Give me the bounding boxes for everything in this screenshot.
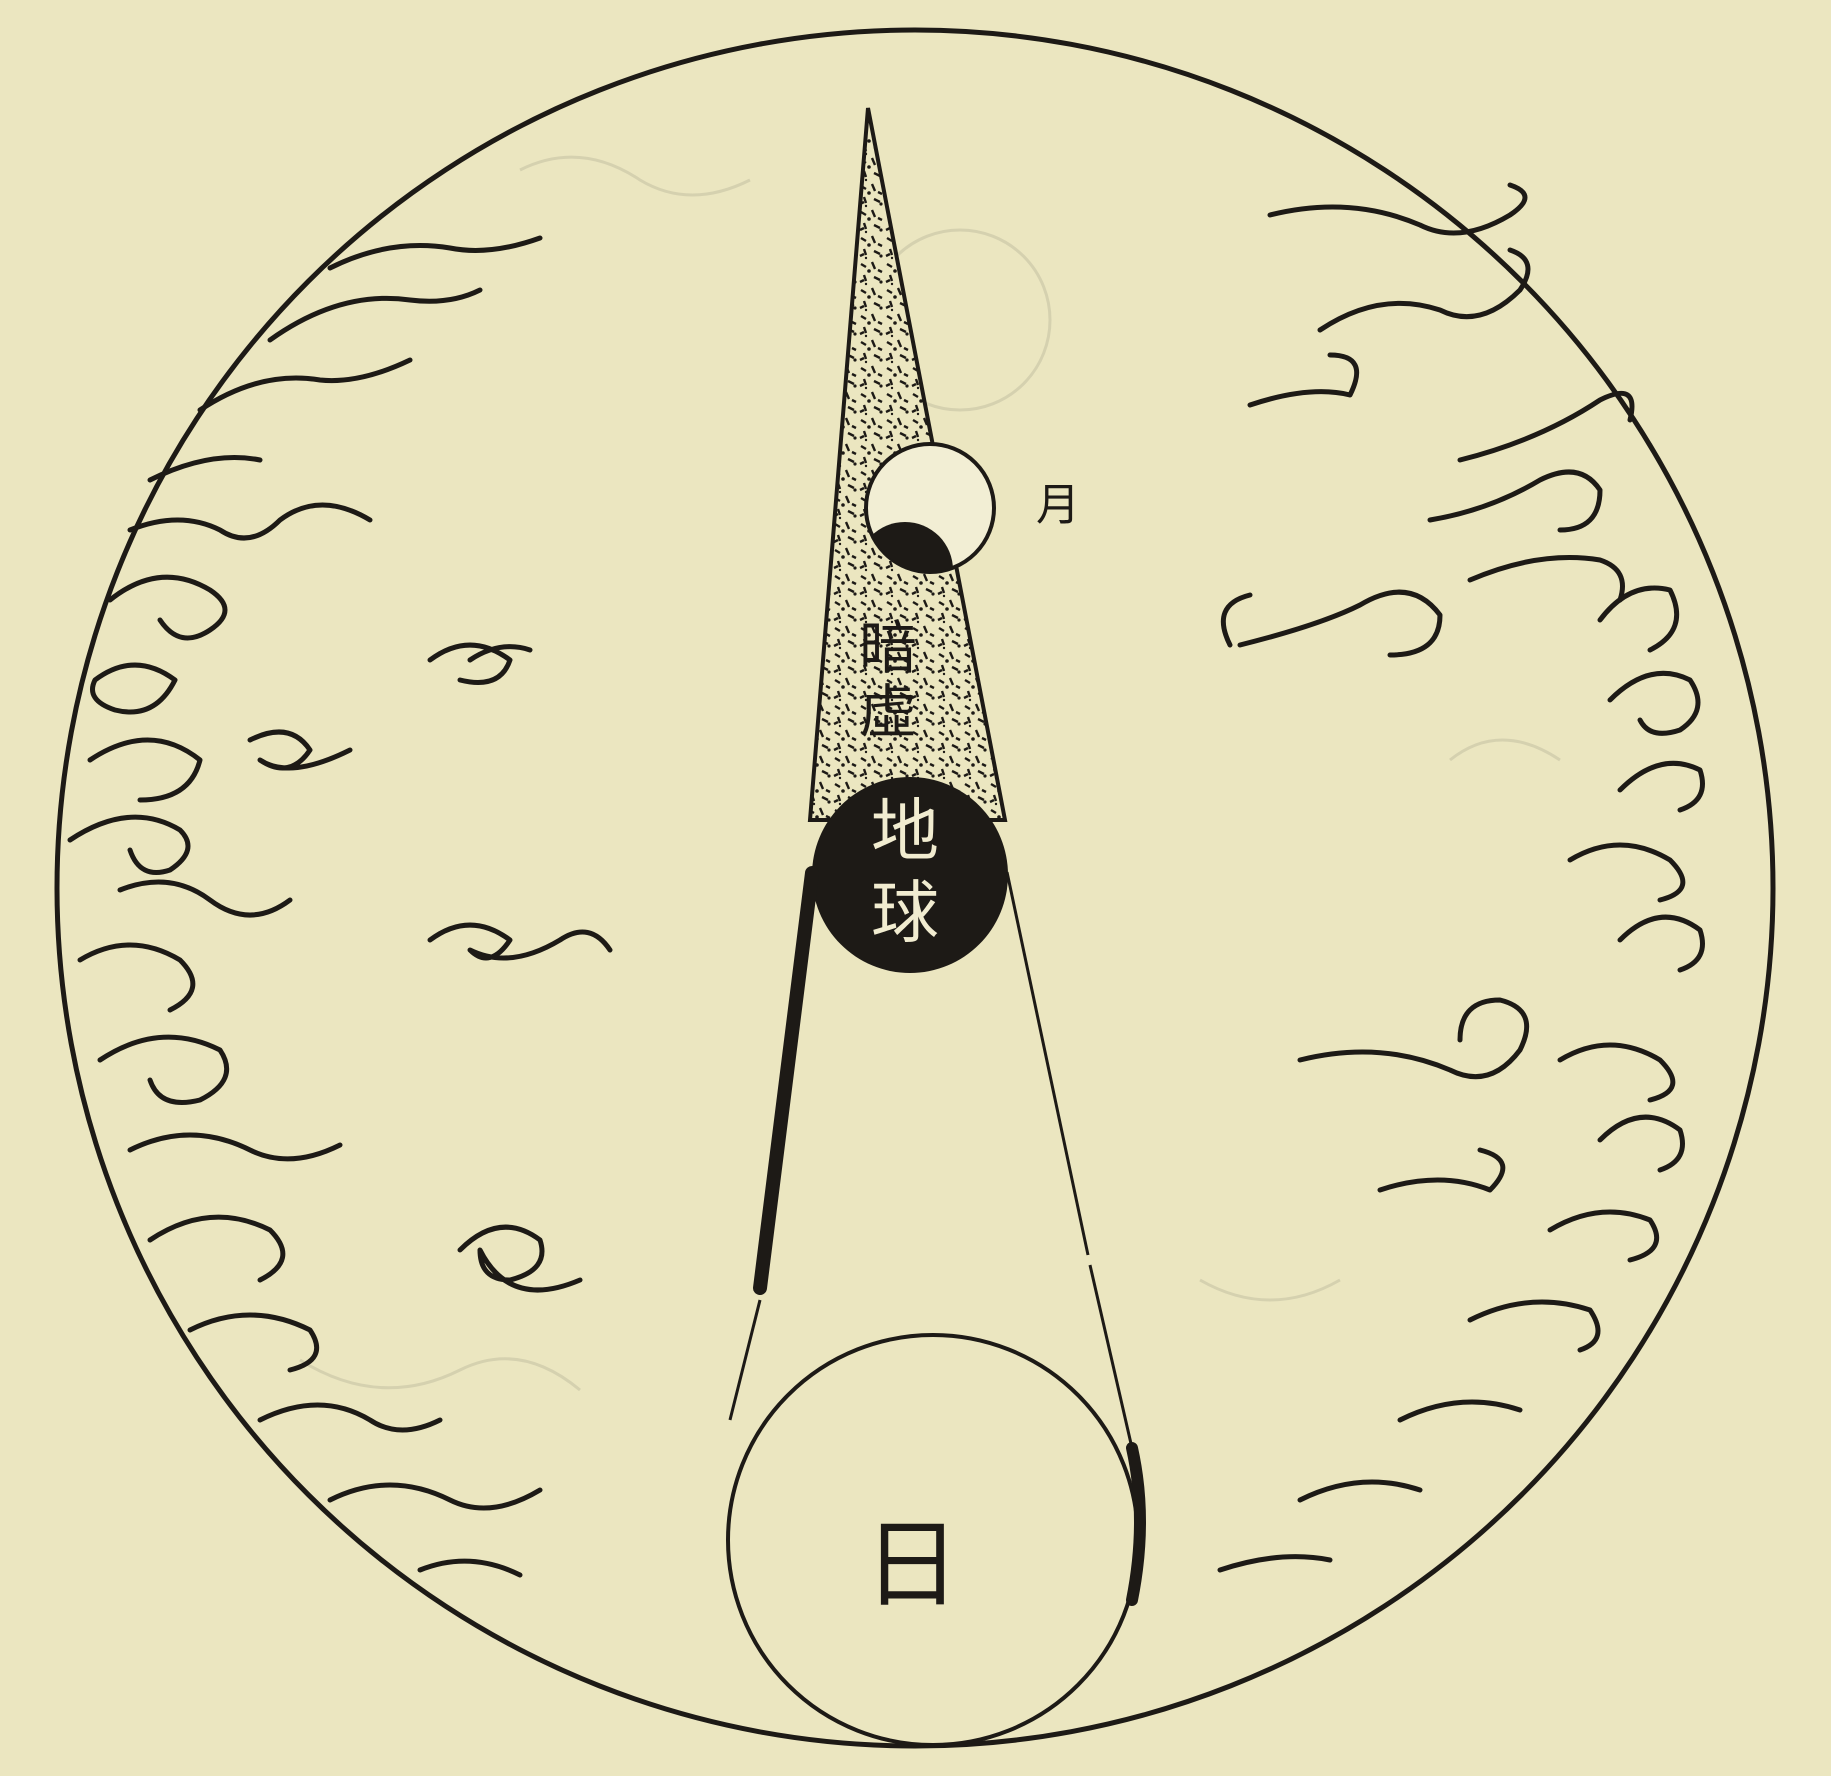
shadow-label-2: 虛 (859, 678, 917, 746)
moon-label: 月 (1036, 480, 1080, 531)
sun-label: 日 (864, 1509, 960, 1621)
earth-label-2: 球 (871, 875, 939, 954)
shadow-label-1: 暗 (859, 614, 917, 682)
earth-label-1: 地 (871, 793, 939, 872)
